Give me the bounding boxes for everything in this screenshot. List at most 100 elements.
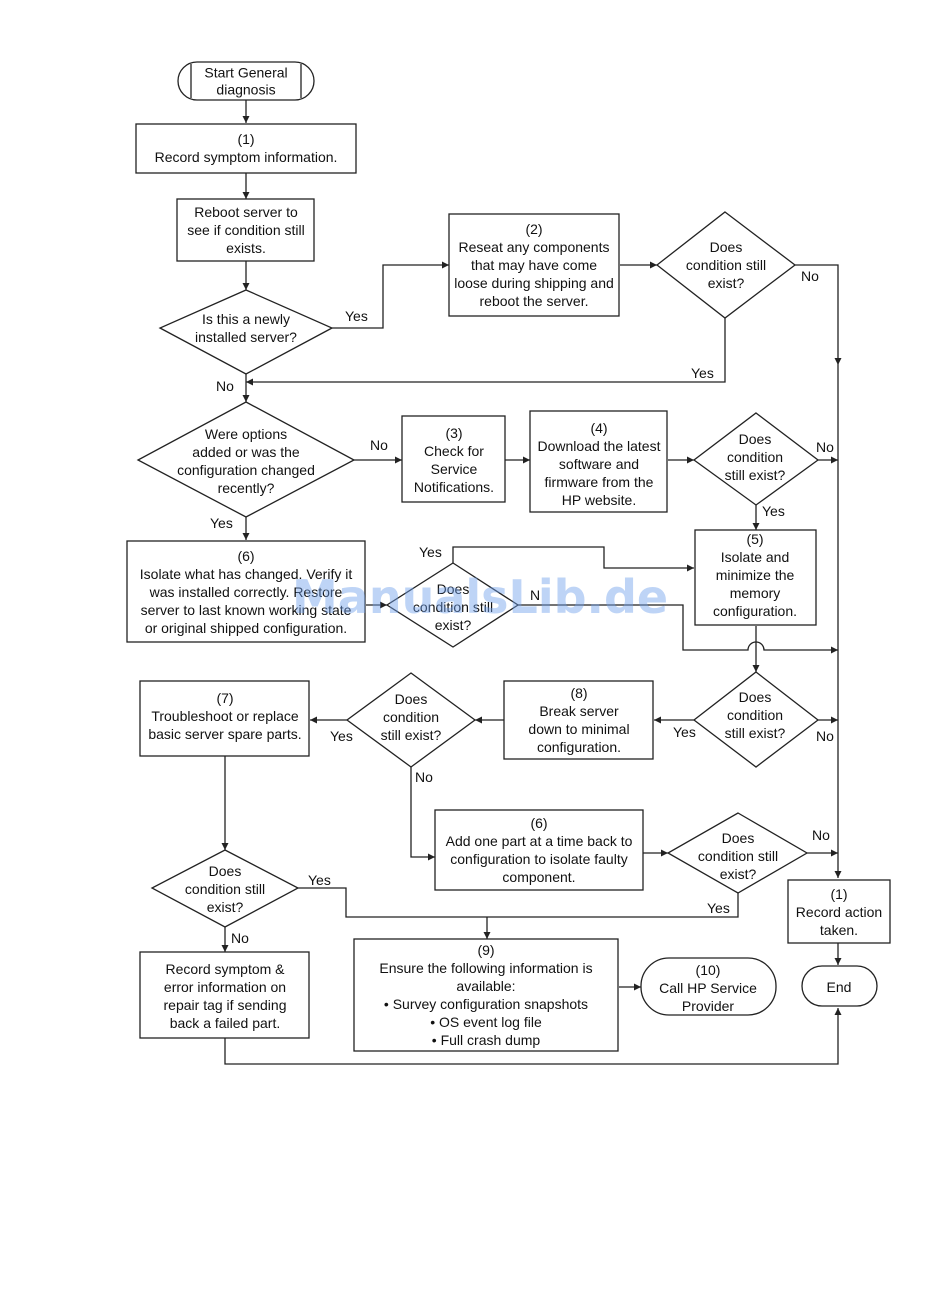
yes-label-cond4: Yes bbox=[673, 724, 696, 740]
label-line: diagnosis bbox=[216, 82, 275, 98]
record-error-box bbox=[139, 951, 310, 1039]
label-line: (7) bbox=[216, 690, 233, 706]
label-line: condition still bbox=[413, 599, 493, 615]
cond6-decision bbox=[666, 812, 809, 894]
label-line: Check for bbox=[424, 443, 484, 459]
label-line: taken. bbox=[820, 922, 858, 938]
label-line: • OS event log file bbox=[430, 1014, 542, 1030]
label-line: still exist? bbox=[725, 467, 786, 483]
record-action-box bbox=[787, 879, 891, 944]
connectors bbox=[221, 100, 842, 1065]
label-line: exist? bbox=[708, 275, 745, 291]
label-line: Reboot server to bbox=[194, 204, 298, 220]
label-line: Isolate and bbox=[721, 549, 790, 565]
label-line: Notifications. bbox=[414, 479, 494, 495]
label-line: (2) bbox=[525, 221, 542, 237]
edge-cond3-yes bbox=[452, 546, 694, 572]
label-line: repair tag if sending bbox=[164, 997, 287, 1013]
no-label-cond1: No bbox=[801, 268, 819, 284]
cond4-decision bbox=[692, 671, 820, 768]
yes-label-cond2: Yes bbox=[762, 503, 785, 519]
isolate-memory-label: (5) Isolate and minimize the memory configur… bbox=[713, 531, 797, 619]
edge-labels: Yes No Yes No No No Yes Yes Yes N Yes Ye… bbox=[210, 268, 834, 946]
label-line: Does bbox=[739, 689, 772, 705]
label-line: exist? bbox=[207, 899, 244, 915]
no-label-cond3: N bbox=[530, 587, 540, 603]
label-line: memory bbox=[730, 585, 781, 601]
cond2-decision bbox=[692, 412, 820, 506]
label-line: Service bbox=[431, 461, 478, 477]
label-line: component. bbox=[502, 869, 575, 885]
label-line: minimize the bbox=[716, 567, 795, 583]
label-line: Record symptom & bbox=[165, 961, 285, 977]
label-line: (10) bbox=[696, 962, 721, 978]
label-line: (4) bbox=[590, 420, 607, 436]
label-line: Provider bbox=[682, 998, 734, 1014]
label-line: Does bbox=[710, 239, 743, 255]
label-line: (9) bbox=[477, 942, 494, 958]
isolate-changed-box bbox=[126, 540, 366, 643]
label-line: error information on bbox=[164, 979, 286, 995]
download-box bbox=[529, 410, 668, 513]
end-terminator bbox=[801, 965, 878, 1007]
label-line: • Full crash dump bbox=[432, 1032, 541, 1048]
no-label-cond2: No bbox=[816, 439, 834, 455]
label-line: exist? bbox=[720, 866, 757, 882]
label-line: configuration. bbox=[713, 603, 797, 619]
label-line: Start General bbox=[204, 65, 287, 81]
cond3-decision bbox=[385, 562, 520, 648]
cond5-decision bbox=[345, 672, 477, 768]
label-line: firmware from the bbox=[545, 474, 654, 490]
no-label-cond6: No bbox=[812, 827, 830, 843]
yes-label-options: Yes bbox=[210, 515, 233, 531]
edge-cond5-addpart bbox=[410, 767, 435, 861]
label-line: Break server bbox=[539, 703, 619, 719]
troubleshoot-box bbox=[139, 680, 310, 757]
no-label-cond4: No bbox=[816, 728, 834, 744]
yes-label-cond7: Yes bbox=[308, 872, 331, 888]
yes-label-cond5: Yes bbox=[330, 728, 353, 744]
ensure-info-box bbox=[353, 938, 619, 1052]
label-line: configuration changed bbox=[177, 462, 315, 478]
label-line: still exist? bbox=[381, 727, 442, 743]
reboot-box bbox=[176, 198, 315, 262]
label-line: recently? bbox=[218, 480, 275, 496]
label-line: Were options bbox=[205, 426, 287, 442]
label-line: • Survey configuration snapshots bbox=[384, 996, 588, 1012]
label-line: (1) bbox=[830, 886, 847, 902]
yes-label-cond1: Yes bbox=[691, 365, 714, 381]
label-line: Add one part at a time back to bbox=[446, 833, 633, 849]
label-line: that may have come bbox=[471, 257, 597, 273]
label-line: Call HP Service bbox=[659, 980, 757, 996]
edge-newly-reseat bbox=[332, 261, 449, 329]
label-line: Troubleshoot or replace bbox=[151, 708, 299, 724]
label-line: server to last known working state bbox=[141, 602, 352, 618]
label-line: Does bbox=[209, 863, 242, 879]
label-line: Does bbox=[722, 830, 755, 846]
no-label-cond5: No bbox=[415, 769, 433, 785]
cond7-decision bbox=[150, 849, 300, 928]
label-line: condition bbox=[727, 449, 783, 465]
yes-label-newly: Yes bbox=[345, 308, 368, 324]
label-line: configuration to isolate faulty bbox=[450, 851, 627, 867]
label-line: (5) bbox=[746, 531, 763, 547]
edge-cond1-no bbox=[795, 264, 842, 365]
no-label-newly: No bbox=[216, 378, 234, 394]
watermark: ManualsLib.de bbox=[292, 570, 668, 624]
label-line: condition still bbox=[698, 848, 778, 864]
edge-recorderror-end bbox=[224, 1008, 842, 1065]
cond1-decision bbox=[655, 211, 797, 319]
label-line: (3) bbox=[445, 425, 462, 441]
